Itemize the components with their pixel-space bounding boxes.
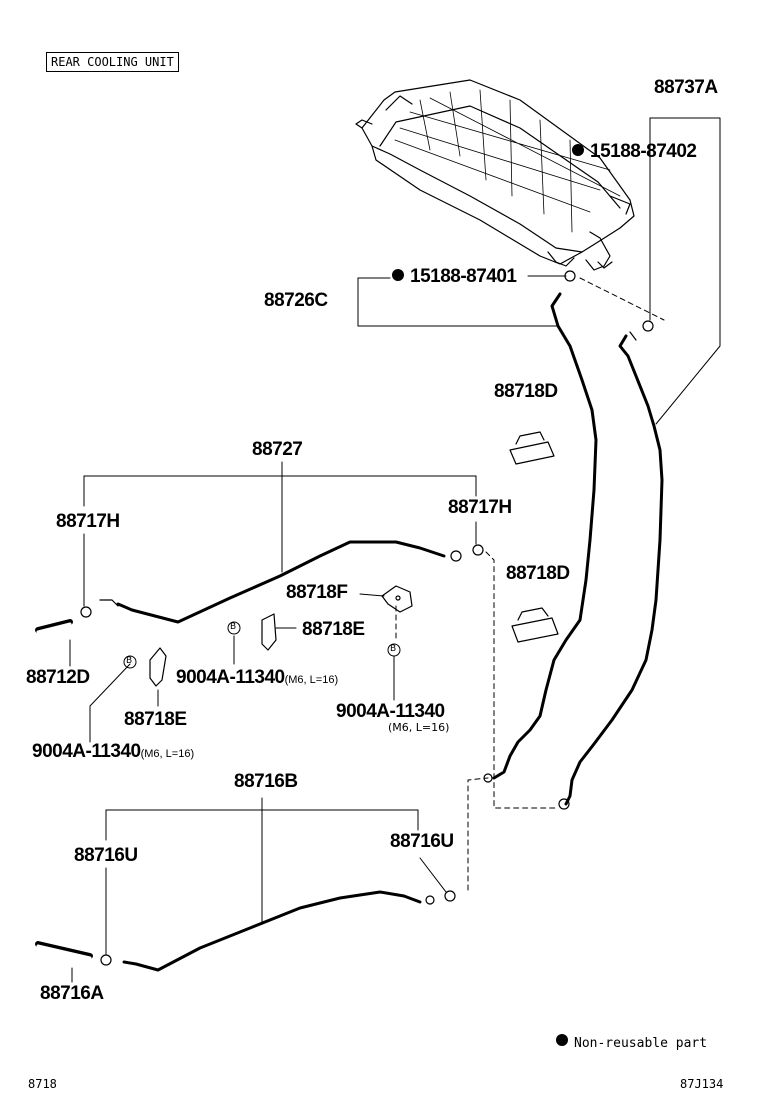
hose-88716A[interactable] — [35, 941, 93, 960]
part-label-88718D-upper[interactable]: 88718D — [494, 381, 558, 402]
bolt-callouts — [123, 621, 401, 669]
bracket-88718F[interactable] — [381, 585, 413, 613]
part-label-88712D[interactable]: 88712D — [26, 667, 90, 688]
part-label-88716U-left[interactable]: 88716U — [74, 845, 138, 866]
o-ring-88716U-right[interactable] — [444, 890, 456, 902]
part-label-15188-87401[interactable]: 15188-87401 — [392, 267, 517, 286]
part-label-88716U-right[interactable]: 88716U — [390, 831, 454, 852]
part-label-88727[interactable]: 88727 — [252, 439, 303, 460]
bracket-88718E-lower[interactable] — [149, 647, 167, 687]
part-label-88718D-lower[interactable]: 88718D — [506, 563, 570, 584]
pipe-88727[interactable] — [99, 540, 462, 624]
part-label-88717H-right[interactable]: 88717H — [448, 497, 512, 518]
part-label-9004A-11340-lower[interactable]: 9004A-11340(M6, L=16) — [32, 741, 195, 762]
spec-9004A-11340-right: (M6, L=16) — [388, 721, 450, 734]
legend-non-reusable: Non-reusable part — [556, 1034, 707, 1050]
o-ring-88716U-left[interactable] — [100, 954, 112, 966]
pipe-88726C[interactable] — [483, 292, 598, 783]
drawing-code: 87J134 — [680, 1077, 724, 1091]
pipe-88737A[interactable] — [558, 331, 664, 810]
part-label-9004A-11340-upper[interactable]: 9004A-11340(M6, L=16) — [176, 667, 339, 688]
part-label-88737A[interactable]: 88737A — [654, 77, 718, 98]
section-title: REAR COOLING UNIT — [46, 52, 179, 72]
part-label-88718F[interactable]: 88718F — [286, 582, 348, 603]
bracket-88718E-upper[interactable] — [261, 613, 277, 651]
clamp-88718D-upper[interactable] — [509, 431, 555, 465]
gasket-15188-87402[interactable] — [642, 320, 654, 332]
page-code: 8718 — [28, 1077, 57, 1091]
o-ring-88717H-left[interactable] — [80, 606, 92, 618]
part-label-88718E-lower[interactable]: 88718E — [124, 709, 187, 730]
clamp-88718D-lower[interactable] — [511, 607, 559, 643]
leader-lines — [69, 117, 721, 983]
o-ring-88717H-right[interactable] — [472, 544, 484, 556]
part-label-88717H-left[interactable]: 88717H — [56, 511, 120, 532]
pipe-88716B[interactable] — [122, 890, 435, 972]
part-label-88716A[interactable]: 88716A — [40, 983, 104, 1004]
part-label-88716B[interactable]: 88716B — [234, 771, 298, 792]
part-label-9004A-11340-right[interactable]: 9004A-11340 — [336, 701, 445, 722]
part-label-88726C[interactable]: 88726C — [264, 290, 328, 311]
bolt-callout-letter-lower: B — [126, 656, 133, 666]
part-label-15188-87402[interactable]: 15188-87402 — [572, 142, 697, 161]
non-reusable-dot-icon — [572, 144, 584, 156]
bolt-callout-letter-right: B — [390, 644, 397, 654]
non-reusable-dot-icon — [556, 1034, 568, 1046]
rear-cooling-unit-illustration[interactable] — [355, 79, 635, 271]
bolt-callout-letter-upper: B — [230, 622, 237, 632]
dashed-guides — [395, 277, 665, 891]
non-reusable-dot-icon — [392, 269, 404, 281]
part-label-88718E-upper[interactable]: 88718E — [302, 619, 365, 640]
hose-88712D[interactable] — [35, 619, 73, 634]
